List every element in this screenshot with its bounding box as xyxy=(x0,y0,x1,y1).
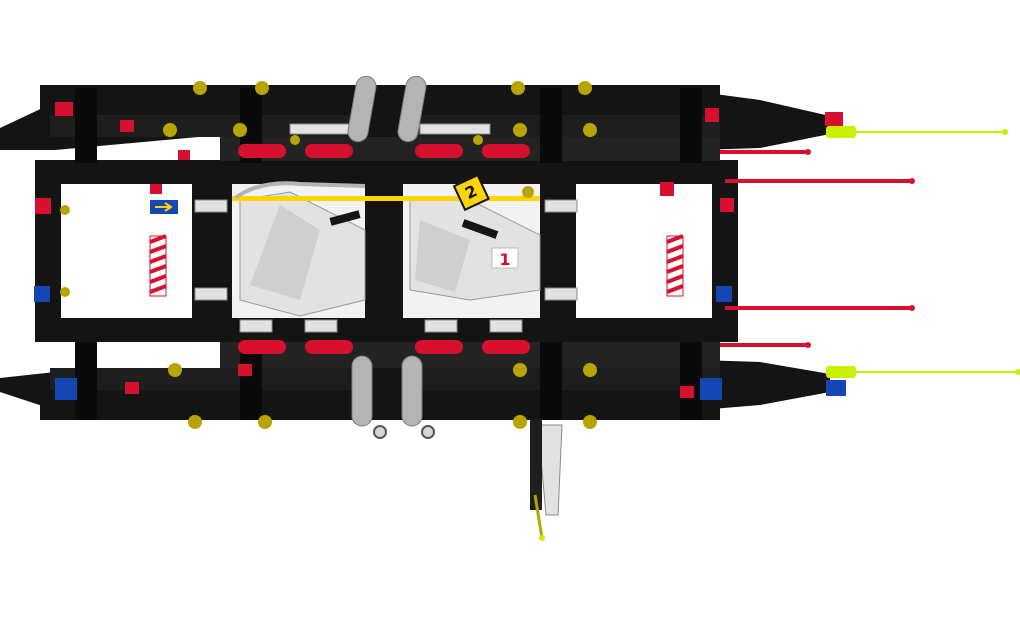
hanging-plate-mount xyxy=(530,420,542,510)
cockpit-wedge xyxy=(415,220,470,292)
grey-exhaust-pipes xyxy=(347,75,427,427)
lime-rod xyxy=(533,494,544,539)
upright xyxy=(540,88,562,163)
black-lever xyxy=(461,219,499,239)
wheel xyxy=(421,425,435,439)
hazard-stripes-left xyxy=(149,234,167,297)
upright xyxy=(240,342,262,420)
left-end-beam xyxy=(35,160,61,342)
right-end-beam xyxy=(712,160,738,342)
hanging-plate xyxy=(537,424,563,516)
red-bricks xyxy=(35,102,843,398)
bottom-right-nose xyxy=(700,360,830,410)
blue-bricks xyxy=(34,286,846,400)
arrow-icon xyxy=(155,202,173,212)
upright xyxy=(540,342,562,420)
right-compartment-divider xyxy=(540,160,576,342)
upright xyxy=(680,342,702,420)
lime-antennas xyxy=(840,131,1018,373)
upright xyxy=(75,342,97,420)
tile-number: 1 xyxy=(499,250,510,269)
cross-strut-lower xyxy=(220,342,720,368)
number-tile-left: 1 xyxy=(491,247,519,269)
top-right-nose xyxy=(700,92,830,150)
red-antenna-tips xyxy=(805,149,915,348)
lego-vehicle: 2 1 xyxy=(0,75,1020,541)
cockpit-wedge xyxy=(250,205,320,300)
tile-face xyxy=(452,173,490,212)
yellow-rail xyxy=(232,196,540,201)
black-lever xyxy=(329,210,361,226)
red-cylinders xyxy=(238,144,530,354)
yellow-studs xyxy=(60,81,597,429)
number-tile-right: 2 xyxy=(452,173,490,212)
wheel xyxy=(373,425,387,439)
tile-face xyxy=(491,247,519,269)
upright xyxy=(680,88,702,163)
left-compartment-divider xyxy=(192,160,232,342)
lime-rod-tip xyxy=(539,535,545,541)
grille-plates xyxy=(194,123,578,333)
lime-antenna-bases xyxy=(826,126,1020,378)
cross-strut-upper xyxy=(220,137,720,161)
right-compartment xyxy=(576,184,712,318)
hazard-stripes-right xyxy=(666,234,684,297)
grey-hose xyxy=(233,181,366,200)
red-antennas xyxy=(720,150,912,347)
upright xyxy=(75,88,97,163)
